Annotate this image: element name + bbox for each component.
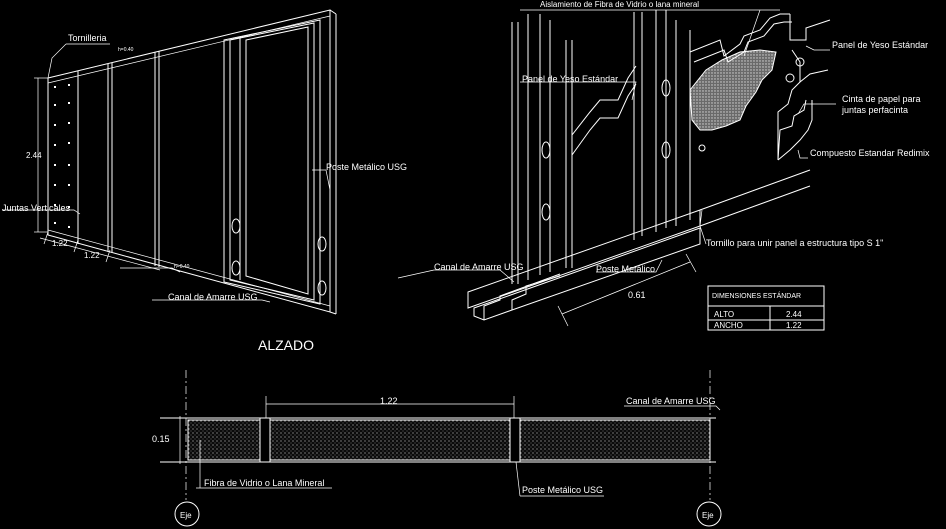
- tiny-label-top: h=0.40: [118, 47, 134, 53]
- table-row-value: 2.44: [786, 310, 802, 319]
- screw-grid: [54, 84, 70, 228]
- tiny-label-bottom: h=0.40: [174, 264, 190, 270]
- table-row-value: 1.22: [786, 321, 802, 330]
- compuesto-label: Compuesto Estandar Redimix: [810, 148, 930, 158]
- panel-yeso-right-label: Panel de Yeso Estándar: [832, 40, 928, 50]
- tornillo-label: Tornillo para unir panel a estructura ti…: [706, 238, 883, 248]
- insulation-fill: [269, 419, 511, 461]
- juntas-verticales-label: Juntas Verticales: [2, 203, 71, 213]
- axis-bubble-right: Eje: [702, 511, 714, 520]
- cinta-papel-label-2: juntas perfacinta: [841, 105, 908, 115]
- panel-yeso-left-label: Panel de Yeso Estándar: [522, 74, 618, 84]
- aislamiento-label: Aislamiento de Fibra de Vidrio o lana mi…: [540, 0, 699, 9]
- dim-061-label: 0.61: [628, 290, 646, 300]
- table-row-label: ANCHO: [714, 321, 743, 330]
- plan-fibra-label: Fibra de Vidrio o Lana Mineral: [204, 478, 324, 488]
- poste-metalico-label: Poste Metálico USG: [326, 162, 407, 172]
- tornilleria-label: Tornilleria: [68, 33, 107, 43]
- insulation-fill: [187, 419, 261, 461]
- canal-amarre-label: Canal de Amarre USG: [168, 292, 258, 302]
- dim-height-label: 2.44: [26, 151, 42, 160]
- poste-metalico-detail-label: Poste Metálico: [596, 264, 655, 274]
- dim-width-label-2: 1.22: [84, 251, 100, 260]
- dim-width-label-1: 1.22: [52, 239, 68, 248]
- plan-canal-label: Canal de Amarre USG: [626, 396, 716, 406]
- alzado-title: ALZADO: [258, 337, 314, 353]
- plan-section: [160, 370, 722, 527]
- plan-dim-top-label: 1.22: [380, 396, 398, 406]
- dimensions-table: [707, 285, 825, 331]
- cinta-papel-label-1: Cinta de papel para: [842, 94, 921, 104]
- axis-bubble-left: Eje: [180, 511, 192, 520]
- alzado-wall: [2, 9, 337, 315]
- canal-amarre-detail-label: Canal de Amarre USG: [434, 262, 524, 272]
- plan-dim-left-label: 0.15: [152, 434, 170, 444]
- insulation-fill: [519, 419, 711, 461]
- table-header: DIMENSIONES ESTÁNDAR: [712, 291, 801, 300]
- plan-poste-label: Poste Metálico USG: [522, 485, 603, 495]
- insulation-fill: [689, 49, 777, 131]
- detail-assembly: [397, 9, 836, 327]
- table-row-label: ALTO: [714, 310, 734, 319]
